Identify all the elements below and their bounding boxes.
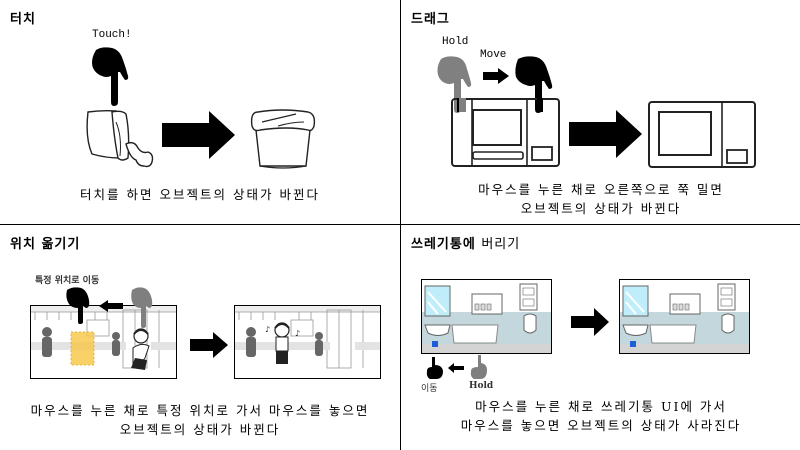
- left-arrow-icon: [99, 300, 123, 312]
- panel-caption-line1: 마우스를 누른 채로 특정 위치로 가서 마우스를 놓으면: [30, 403, 370, 418]
- right-arrow-icon: [571, 308, 609, 336]
- svg-text:♪: ♪: [295, 329, 300, 338]
- panel-title: 쓰레기통에 버리기: [411, 233, 520, 252]
- move-finger-stem: [537, 98, 543, 112]
- pointing-hand-gray-icon: [437, 56, 472, 113]
- trash-can-icon: [250, 109, 316, 169]
- right-arrow-icon: [569, 110, 642, 158]
- panel-title: 위치 옮기기: [10, 237, 81, 252]
- panel-title: 드래그: [411, 12, 450, 27]
- panel-caption-line2: 오브젝트의 상태가 바뀐다: [119, 422, 281, 437]
- pointing-hand-icon: [426, 357, 443, 379]
- panel-touch: 터치 Touch! 터치를 하면 오브젝트의 상태가 바뀐다: [0, 0, 400, 225]
- pointing-hand-gray-icon: [470, 355, 487, 379]
- title-plain: 버리기: [481, 237, 521, 252]
- pointing-hand-gray-icon: [131, 287, 153, 328]
- pointing-hand-icon: [66, 287, 90, 324]
- hold-label: Hold: [442, 36, 469, 48]
- device-after-icon: [648, 101, 756, 168]
- panel-trash: 쓰레기통에 버리기 이동 Hold: [401, 225, 800, 450]
- panel-move: 위치 옮기기 특정 위치로 이동: [0, 225, 400, 450]
- panel-caption-line2: 오브젝트의 상태가 바뀐다: [520, 201, 682, 216]
- right-arrow-icon: [162, 111, 235, 159]
- panel-caption-line2: 마우스를 놓으면 오브젝트의 상태가 사라진다: [460, 418, 742, 433]
- svg-text:♪: ♪: [265, 325, 270, 334]
- title-bold: 쓰레기통에: [411, 237, 476, 252]
- panel-drag: 드래그 Hold Move 마우스를 누른 채로 오른쪽으로 쭉 밀면 오브젝트…: [401, 0, 800, 225]
- pointing-hand-icon: [92, 47, 129, 106]
- right-arrow-icon: [190, 332, 228, 358]
- touch-label: Touch!: [92, 29, 132, 41]
- panel-caption-line1: 마우스를 누른 채로 쓰레기통 UI에 가서: [475, 399, 727, 414]
- device-before-icon: [451, 98, 560, 167]
- vertical-divider: [400, 0, 401, 450]
- move-to-label: 특정 위치로 이동: [35, 276, 100, 286]
- move-label: 이동: [421, 384, 438, 394]
- bathroom-scene-before: [421, 279, 552, 354]
- small-right-arrow-icon: [483, 68, 509, 84]
- hold-finger-stem: [459, 98, 465, 112]
- panel-caption-line1: 마우스를 누른 채로 오른쪽으로 쭉 밀면: [478, 182, 724, 197]
- panel-caption: 터치를 하면 오브젝트의 상태가 바뀐다: [80, 187, 320, 202]
- tipped-trash-can-icon: [86, 109, 154, 168]
- hold-label: Hold: [469, 381, 494, 391]
- panel-title: 터치: [10, 12, 36, 27]
- move-label: Move: [480, 49, 507, 61]
- bathroom-scene-after: [619, 279, 750, 354]
- left-arrow-icon: [448, 363, 464, 373]
- subway-scene-before: [30, 305, 177, 379]
- subway-scene-after: ♪ ♪: [234, 305, 381, 379]
- pointing-hand-icon: [515, 56, 553, 113]
